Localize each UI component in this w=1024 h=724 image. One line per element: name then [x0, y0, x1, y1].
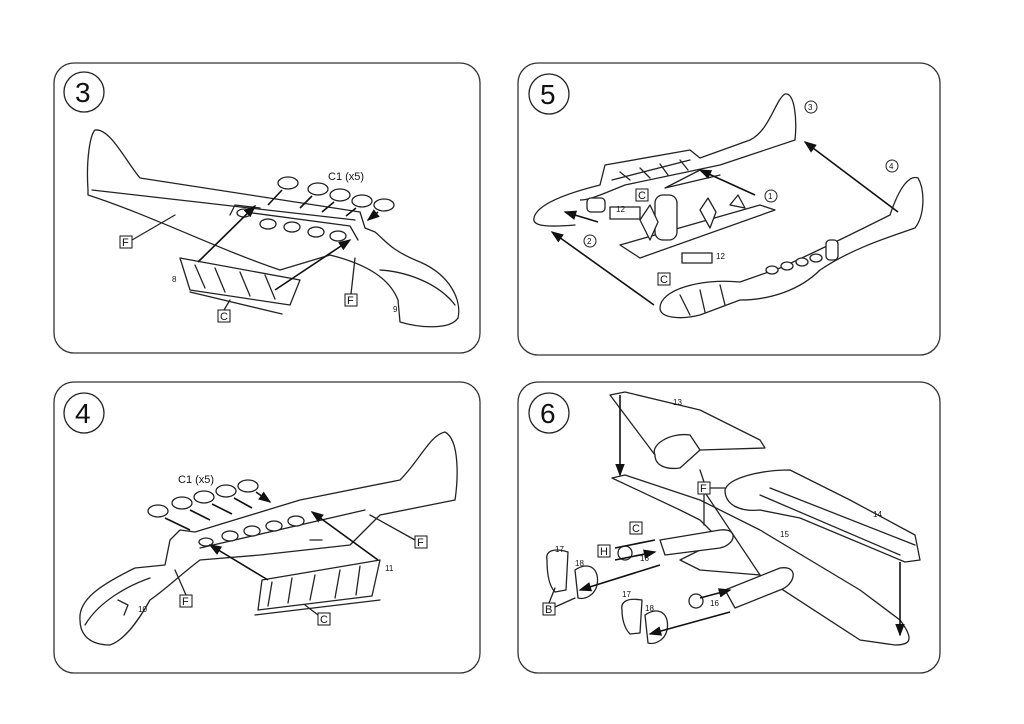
- part-c-label: C: [632, 523, 640, 535]
- part-number-12: 12: [716, 252, 725, 261]
- step-4-panel: 4 C1 (x5) F F 10 11 C: [53, 381, 481, 674]
- sub-step-1: 1: [768, 192, 773, 201]
- lower-wing-and-nacelles: [611, 474, 910, 646]
- cockpit-floor-and-seats: [586, 194, 776, 264]
- step-number: 3: [75, 77, 91, 108]
- step-5-panel: 5 3 4 1 2 C C 12 12: [517, 62, 941, 356]
- window-inserts-c1: [147, 479, 270, 531]
- sub-step-3: 3: [808, 103, 813, 112]
- part-number-17: 17: [622, 590, 631, 599]
- part-number-13: 13: [673, 398, 682, 407]
- part-number-18: 18: [645, 604, 654, 613]
- fuselage-part-label: F: [347, 295, 354, 307]
- step-number: 5: [540, 79, 556, 110]
- fuselage-part-label: F: [417, 537, 424, 549]
- frame-part-label: C: [220, 311, 228, 323]
- sub-step-4: 4: [889, 162, 894, 171]
- part-number-15: 15: [780, 530, 789, 539]
- part-number-18: 18: [575, 559, 584, 568]
- part-number-14: 14: [873, 510, 882, 519]
- frame-part-label: C: [320, 614, 328, 626]
- fuselage-right-half: [659, 176, 924, 319]
- part-h-label: H: [600, 546, 608, 558]
- window-part-label: C1 (x5): [328, 171, 364, 183]
- window-row: [198, 515, 305, 547]
- part-c-label: C: [660, 274, 668, 286]
- step-3-panel: 3 C1 (x5) F F 8 9: [53, 62, 481, 354]
- step-6-panel: 6 13 14 15 F C: [517, 381, 941, 674]
- part-number-9: 9: [393, 305, 398, 314]
- floor-frame-part: [254, 559, 381, 616]
- step-number: 4: [75, 398, 91, 429]
- floor-frame-part: [179, 257, 301, 315]
- part-number-16: 16: [710, 599, 719, 608]
- part-number-17: 17: [555, 545, 564, 554]
- part-number-11: 11: [385, 564, 394, 573]
- upper-right-wing: [724, 469, 921, 563]
- fuselage-part-label: F: [182, 596, 189, 608]
- part-b-label: B: [545, 604, 552, 616]
- window-part-label: C1 (x5): [178, 474, 214, 486]
- part-number-8: 8: [172, 275, 177, 284]
- part-number-16: 16: [640, 554, 649, 563]
- part-number-12: 12: [616, 205, 625, 214]
- part-f-label: F: [700, 483, 707, 495]
- fuselage-half-drawing: [79, 431, 458, 646]
- fuselage-part-label: F: [122, 237, 129, 249]
- sub-step-2: 2: [587, 237, 592, 246]
- step-number-circle: [63, 71, 105, 113]
- step-number: 6: [540, 398, 556, 429]
- part-number-10: 10: [138, 605, 147, 614]
- window-inserts-c1: [267, 176, 395, 220]
- upper-left-wing: [609, 391, 766, 470]
- part-c-label: C: [638, 190, 646, 202]
